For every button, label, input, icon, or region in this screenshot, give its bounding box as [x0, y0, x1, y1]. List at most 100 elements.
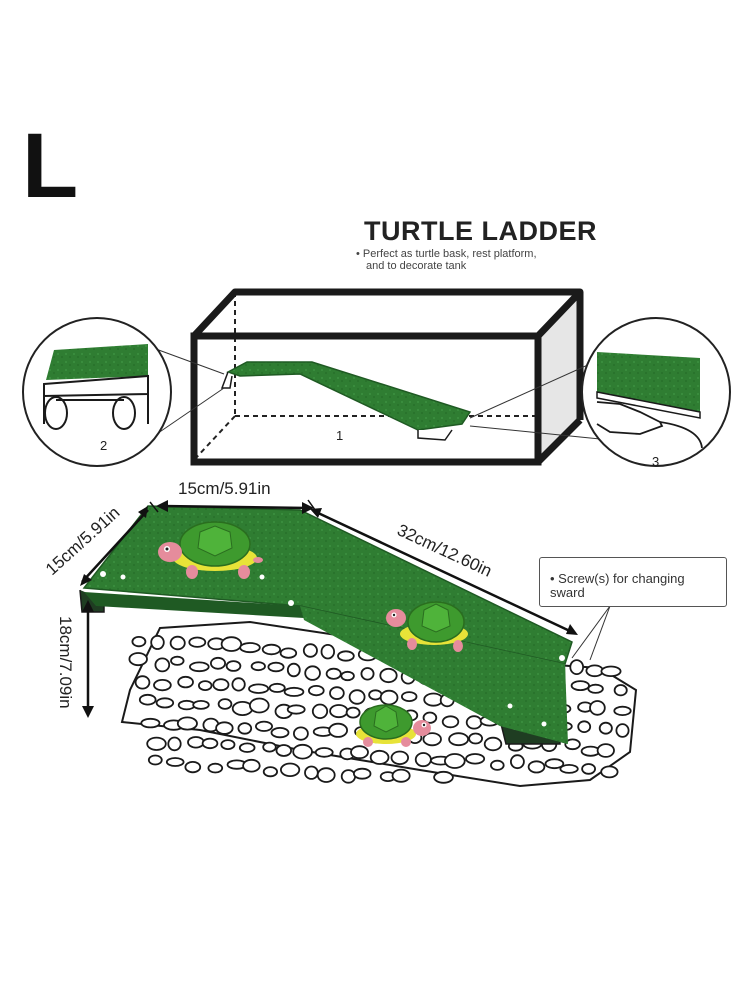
dimension-arrows [80, 499, 578, 718]
pebble [510, 754, 525, 770]
pebble [248, 697, 270, 714]
pebble [131, 635, 147, 648]
detail-circle-3 [581, 317, 731, 467]
pebble [337, 650, 355, 662]
pebble [261, 643, 281, 656]
turtle-icon [158, 521, 263, 579]
pebble [286, 704, 306, 715]
pebble [600, 765, 619, 779]
pebble [379, 667, 398, 684]
pebble [302, 643, 318, 658]
pebble [209, 656, 226, 670]
pebble [577, 720, 592, 733]
pebble [369, 749, 390, 765]
pebble [570, 680, 590, 691]
pebble [348, 689, 366, 705]
pebble [316, 767, 336, 783]
pebble [360, 667, 375, 681]
note-line-1: • Screw(s) for changing [550, 571, 685, 586]
pebble [613, 705, 632, 717]
pebble [169, 635, 186, 651]
callout-3-label: 3 [652, 454, 659, 469]
pebble [596, 743, 615, 758]
pebble [279, 762, 301, 778]
pebble [483, 736, 503, 752]
pebble [283, 686, 305, 697]
pebble [489, 759, 505, 771]
pebble [422, 711, 438, 724]
pebble [329, 686, 345, 700]
pebble [201, 737, 219, 750]
pebble [187, 736, 205, 749]
pebble [379, 689, 399, 706]
pebble [311, 703, 329, 720]
pebble [589, 700, 606, 716]
pebble [350, 745, 369, 760]
pebble [564, 738, 581, 751]
pebble [569, 659, 584, 675]
pebble [153, 678, 172, 692]
pebble [433, 770, 454, 784]
pebble [262, 766, 278, 778]
pebble [585, 664, 604, 678]
size-label: L [22, 115, 79, 217]
pebble [314, 747, 334, 758]
pebble [231, 677, 246, 692]
pebble [238, 742, 256, 753]
pebble [220, 739, 236, 750]
pebble [250, 661, 266, 672]
pebble [207, 762, 224, 774]
pebble [304, 765, 319, 780]
pebble [414, 752, 432, 768]
pebble [448, 732, 470, 747]
pebble [325, 667, 342, 680]
pebble [140, 717, 161, 729]
pebble [527, 760, 546, 774]
pebble [613, 684, 628, 697]
pebble [167, 736, 182, 752]
pebble [279, 647, 298, 659]
pebble [212, 678, 230, 692]
pebble [468, 732, 484, 745]
pebble [328, 722, 349, 738]
pebble [353, 767, 372, 780]
pebble [237, 722, 253, 735]
pebble [615, 723, 630, 738]
pebble [292, 743, 313, 760]
pebble [320, 644, 336, 660]
pebble [217, 698, 233, 710]
turtle-icon [356, 704, 431, 747]
subtitle-line-1: • Perfect as turtle bask, rest platform, [356, 248, 537, 260]
subtitle-line-2: and to decorate tank [366, 260, 467, 272]
callout-1-label: 1 [336, 428, 343, 443]
pebble [600, 665, 622, 678]
pebble [225, 660, 242, 672]
pebble [262, 741, 277, 753]
pebble [441, 715, 460, 729]
note-line-2: sward [550, 585, 585, 600]
pebble [192, 700, 210, 710]
pebble [128, 652, 148, 667]
pebble [150, 634, 165, 650]
callout-2-label: 2 [100, 438, 107, 453]
dimension-platform-length: 15cm/5.91in [178, 479, 271, 498]
detail-circle-2 [22, 317, 172, 467]
pebble [177, 699, 196, 711]
pebble [138, 693, 157, 706]
pebble [215, 721, 234, 735]
pebble [170, 655, 185, 666]
pebble [270, 726, 290, 739]
pebble [188, 636, 207, 648]
pebble [239, 642, 261, 654]
ramp-in-tank [220, 361, 472, 441]
pebble [292, 726, 309, 741]
pebble [559, 764, 579, 774]
pebble [267, 661, 285, 673]
pebble [329, 704, 349, 719]
pebble [165, 757, 185, 767]
product-title: TURTLE LADDER [364, 216, 597, 246]
pebble [248, 683, 270, 694]
pebble [134, 675, 151, 690]
pebble [390, 750, 410, 766]
